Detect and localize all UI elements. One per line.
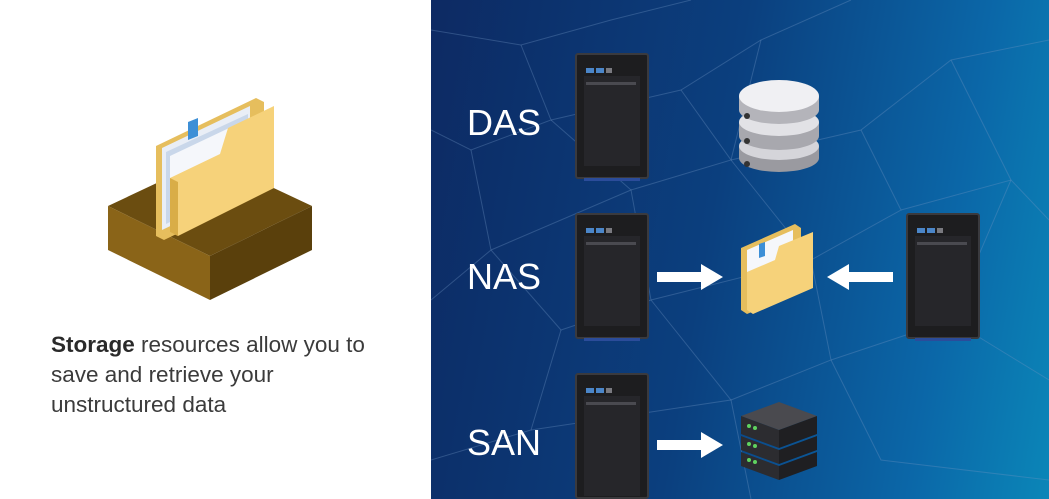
database-disk-icon — [739, 80, 819, 172]
storage-rack-icon — [741, 402, 817, 480]
caption-bold: Storage — [51, 332, 135, 357]
san-arrow-right-icon — [657, 432, 723, 458]
right-panel: DAS NAS SAN — [431, 0, 1049, 499]
das-label: DAS — [467, 102, 542, 143]
arrow-left-icon — [827, 264, 893, 290]
nas-folder-icon — [741, 224, 813, 314]
folder-on-platform-icon — [108, 98, 312, 300]
san-server-icon — [575, 373, 649, 499]
caption-text: Storage resources allow you to save and … — [51, 330, 371, 420]
nas-label: NAS — [467, 256, 542, 297]
nas-client-server-right-icon — [906, 213, 980, 341]
das-server-icon — [575, 53, 649, 181]
left-panel: Storage resources allow you to save and … — [0, 0, 431, 499]
nas-client-server-left-icon — [575, 213, 649, 341]
san-label: SAN — [467, 422, 542, 463]
arrow-right-icon — [657, 264, 723, 290]
caption-rest: resources allow you to save and retrieve… — [51, 332, 365, 417]
